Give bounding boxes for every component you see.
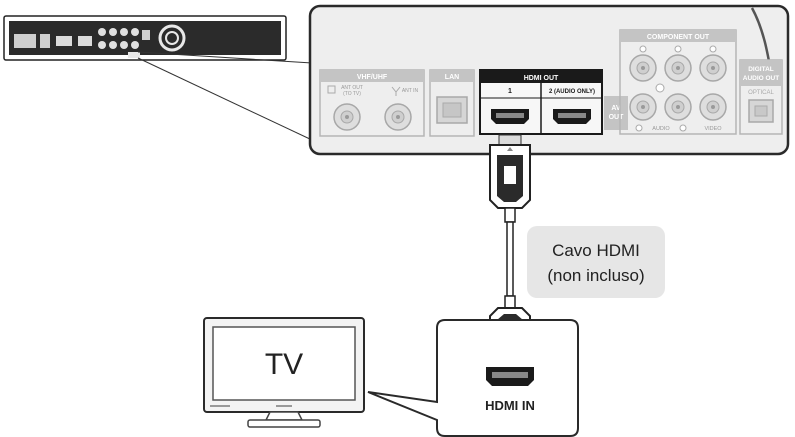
av-out-sub-label: OUT	[609, 114, 625, 121]
digital-audio-out-sub-label: AUDIO OUT	[743, 75, 780, 82]
tv-stand	[264, 411, 304, 421]
digital-audio-out-label: DIGITAL	[748, 66, 774, 73]
av-out-label: AV	[611, 105, 621, 112]
hdmi-out-section: HDMI OUT 1 2 (AUDIO ONLY)	[479, 69, 603, 135]
zoom-connector-lines	[137, 51, 313, 141]
lan-label: LAN	[445, 74, 459, 81]
cable-note: (non incluso)	[547, 266, 644, 285]
hdmi-out-label: HDMI OUT	[524, 75, 559, 82]
av-jacks	[629, 93, 727, 121]
tv-label: TV	[265, 348, 303, 381]
cable-label: Cavo HDMI	[552, 241, 640, 260]
antenna-icon	[391, 86, 401, 96]
component-mini-icons	[639, 45, 717, 53]
ant-out-sub-label: (TO TV)	[343, 91, 361, 97]
optical-label: OPTICAL	[748, 90, 774, 96]
tv-unit: TV	[203, 317, 365, 428]
component-out-label: COMPONENT OUT	[647, 34, 710, 41]
cable-wire	[506, 221, 514, 297]
lan-section: LAN	[429, 69, 475, 137]
component-out-section: COMPONENT OUT AUDIO	[619, 29, 737, 135]
audio-label: AUDIO	[652, 126, 670, 132]
ant-in-connector	[384, 103, 412, 131]
vhf-uhf-section: VHF/UHF ANT OUT (TO TV) ANT IN	[319, 69, 425, 137]
vhf-uhf-label: VHF/UHF	[357, 74, 388, 81]
cable-label-box: Cavo HDMI (non incluso)	[527, 226, 665, 298]
audio-left-icon	[635, 124, 643, 132]
audio-right-icon	[679, 124, 687, 132]
hdmi-in-label: HDMI IN	[485, 398, 535, 413]
ant-out-connector	[333, 103, 361, 131]
hdmi-in-callout: HDMI IN	[367, 319, 579, 437]
tv-screen	[212, 326, 356, 401]
player-unit	[3, 15, 287, 61]
ant-in-label: ANT IN	[402, 88, 419, 94]
plug-arrow-top-icon	[507, 147, 513, 151]
rear-panel: VHF/UHF ANT OUT (TO TV) ANT IN LAN	[308, 4, 790, 156]
ant-out-icon	[327, 85, 336, 94]
component-jacks	[629, 54, 727, 82]
ant-out-label: ANT OUT	[341, 85, 363, 91]
av-out-section: AV OUT	[604, 96, 628, 130]
digital-audio-out-section: DIGITAL AUDIO OUT OPTICAL	[739, 59, 783, 135]
hdmi-port-2-label: 2 (AUDIO ONLY)	[549, 89, 595, 95]
hdmi-port-1-label: 1	[508, 88, 512, 95]
video-label: VIDEO	[704, 126, 722, 132]
component-center-icon	[655, 83, 665, 93]
